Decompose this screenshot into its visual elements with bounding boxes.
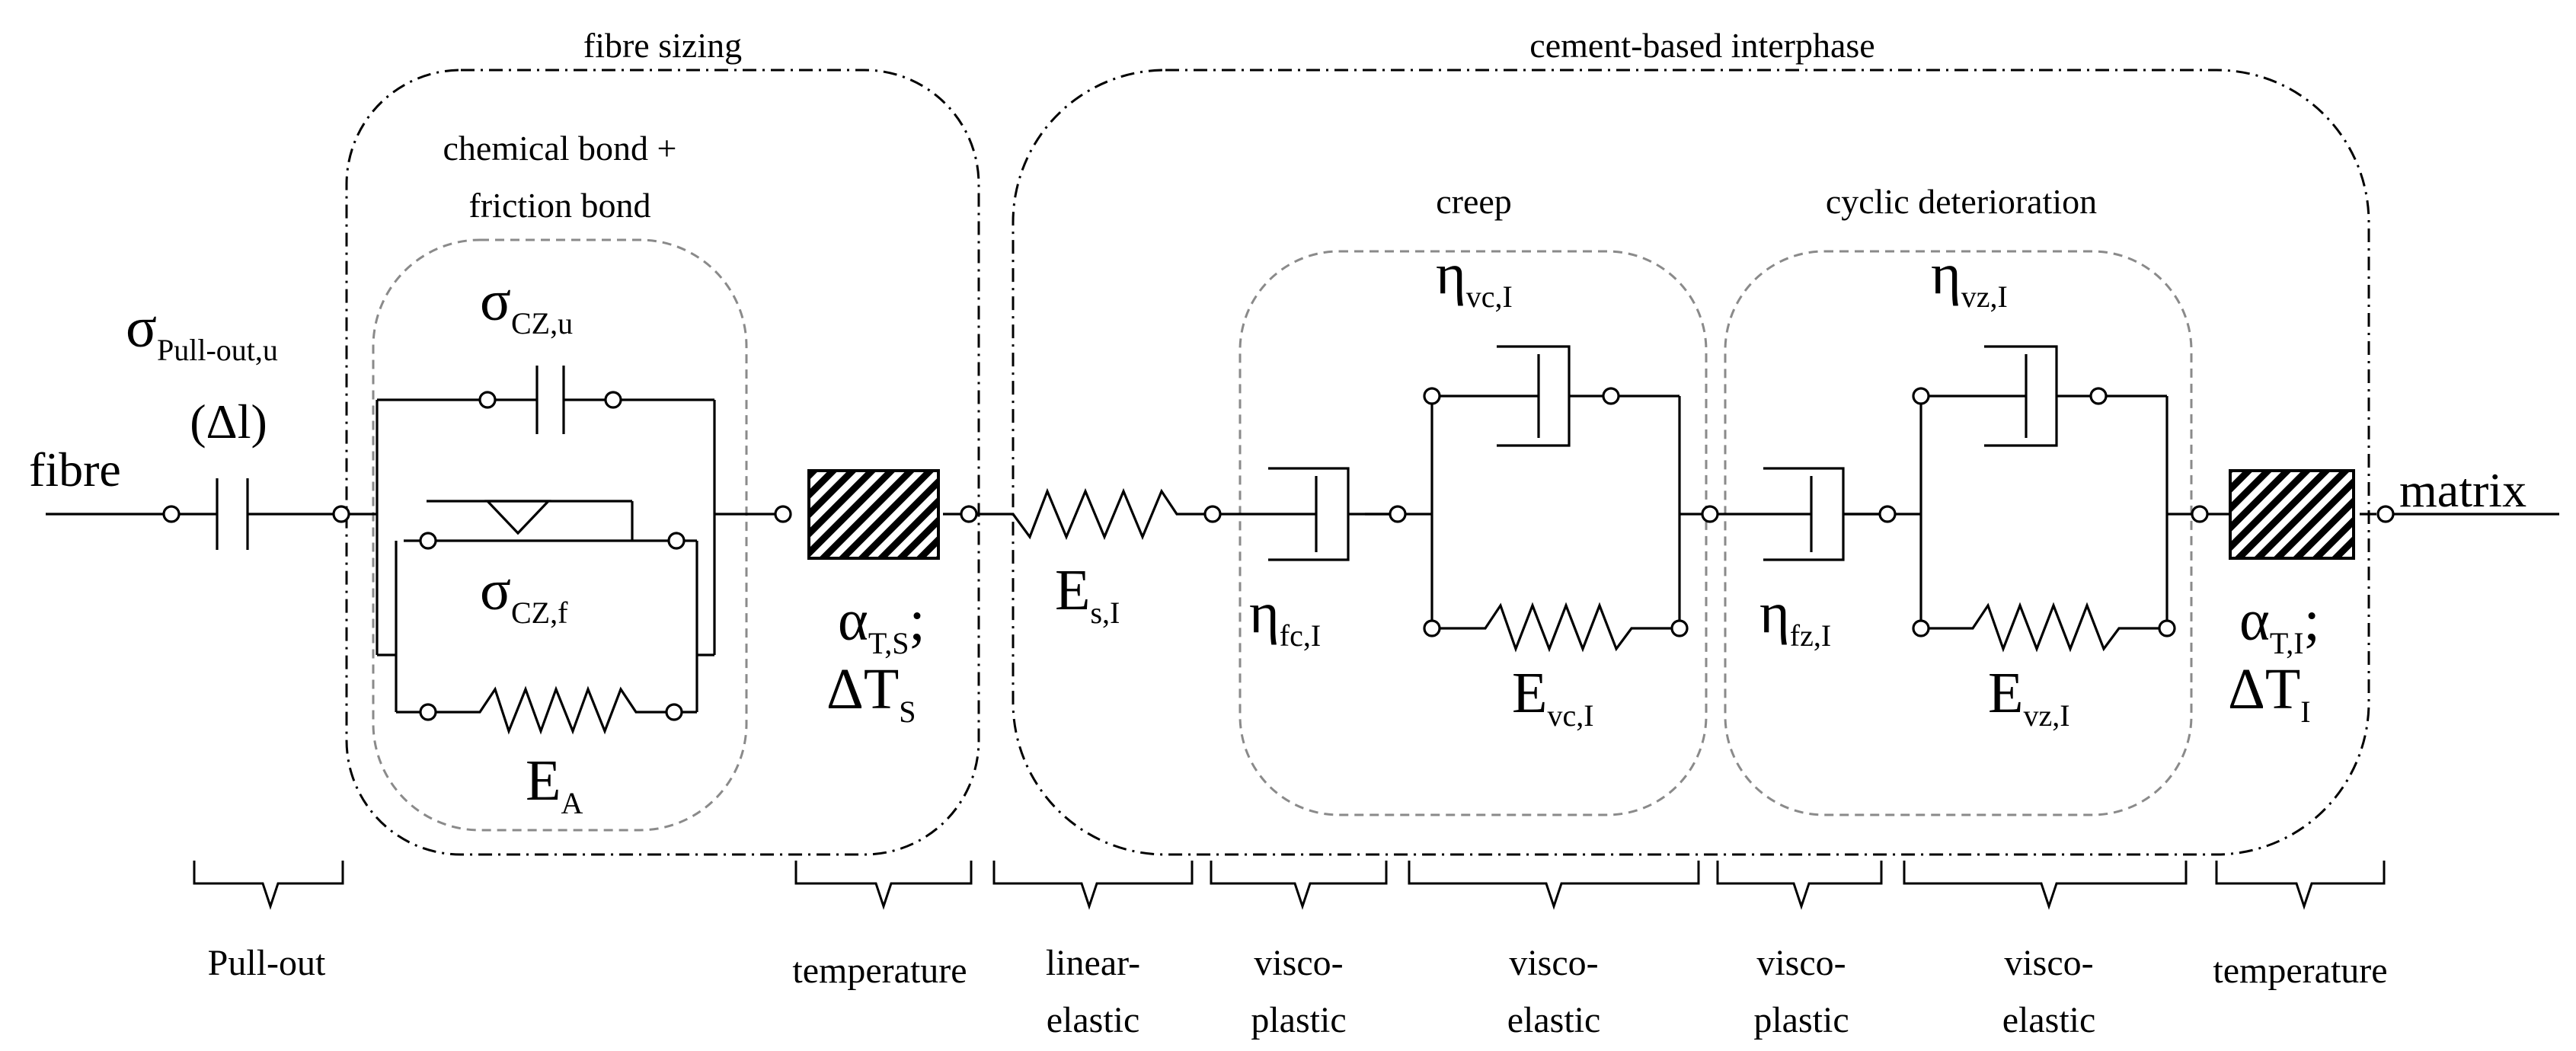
kelvin-creep — [1405, 345, 1763, 653]
brace-pullout — [193, 861, 344, 910]
category-temperature-2: temperature — [2213, 950, 2387, 991]
e-vz-i-symbol: Evz,I — [1988, 661, 2070, 733]
creep-boundary — [1238, 250, 1708, 816]
eta-vz-i-symbol: ηvz,I — [1931, 242, 2008, 314]
kelvin-cyclic — [1895, 345, 2230, 653]
alpha-ti-symbol: αT,I; — [2239, 589, 2320, 660]
node-es-out — [1203, 505, 1222, 523]
pullout-element — [162, 478, 249, 550]
category-viscoplastic-1a: visco- — [1254, 943, 1343, 983]
fibre-label: fibre — [29, 442, 121, 497]
category-linear-elastic-1: linear- — [1046, 943, 1140, 983]
chemical-bond-title-line2: friction bond — [469, 186, 651, 225]
brace-viscoelastic-2 — [1903, 861, 2188, 910]
category-viscoplastic-1b: plastic — [1251, 1000, 1346, 1040]
pullout-argument: (Δl) — [190, 395, 267, 449]
brace-viscoplastic-1 — [1210, 861, 1388, 910]
brace-temperature-1 — [794, 861, 973, 910]
eta-vc-i-symbol: ηvc,I — [1436, 242, 1513, 314]
chemical-bond-title-line1: chemical bond + — [443, 129, 677, 168]
category-pullout: Pull-out — [208, 943, 326, 983]
dashpot-fc-i — [1220, 467, 1407, 561]
sigma-cz-u-symbol: σCZ,u — [480, 269, 573, 340]
fibre-sizing-boundary — [345, 69, 980, 856]
category-linear-elastic-2: elastic — [1047, 1000, 1140, 1040]
brace-temperature-2 — [2215, 861, 2386, 910]
dashpot-fz-i — [1763, 467, 1897, 561]
sigma-cz-f-symbol: σCZ,f — [480, 558, 568, 630]
eta-fc-i-symbol: ηfc,I — [1249, 581, 1321, 653]
cyclic-deterioration-title: cyclic deterioration — [1826, 182, 2097, 221]
category-viscoelastic-2a: visco- — [2004, 943, 2093, 983]
brace-linear-elastic — [992, 861, 1194, 910]
category-viscoplastic-2b: plastic — [1753, 1000, 1849, 1040]
pullout-symbol: σPull-out,u — [126, 295, 278, 367]
category-viscoelastic-1a: visco- — [1509, 943, 1598, 983]
cement-interphase-title: cement-based interphase — [1529, 26, 1874, 65]
delta-ti-symbol: ΔTI — [2228, 657, 2311, 729]
category-viscoelastic-2b: elastic — [2002, 1000, 2096, 1040]
category-braces — [193, 861, 2386, 910]
creep-title: creep — [1436, 182, 1512, 221]
node-sizing-out — [960, 505, 978, 523]
category-temperature-1: temperature — [792, 950, 967, 991]
category-viscoplastic-2a: visco- — [1756, 943, 1846, 983]
category-viscoelastic-1b: elastic — [1507, 1000, 1601, 1040]
thermal-element-interphase — [2229, 469, 2355, 560]
delta-ts-symbol: ΔTS — [826, 657, 916, 729]
brace-viscoelastic-1 — [1408, 861, 1700, 910]
node-matrix — [2376, 505, 2395, 523]
bond-parallel-network — [332, 366, 792, 735]
spring-es-i — [998, 487, 1205, 541]
e-vc-i-symbol: Evc,I — [1512, 661, 1594, 733]
cement-interphase-boundary — [1012, 69, 2370, 856]
thermal-element-sizing — [807, 469, 940, 560]
fibre-sizing-title: fibre sizing — [583, 26, 742, 65]
alpha-ts-symbol: αT,S; — [838, 589, 925, 660]
matrix-label: matrix — [2399, 463, 2526, 517]
eta-fz-i-symbol: ηfz,I — [1759, 581, 1831, 653]
ea-symbol: EA — [526, 749, 583, 820]
brace-viscoplastic-2 — [1716, 861, 1883, 910]
chemical-friction-bond-boundary — [372, 238, 748, 832]
es-i-symbol: Es,I — [1055, 558, 1120, 630]
cyclic-deterioration-boundary — [1724, 250, 2193, 816]
